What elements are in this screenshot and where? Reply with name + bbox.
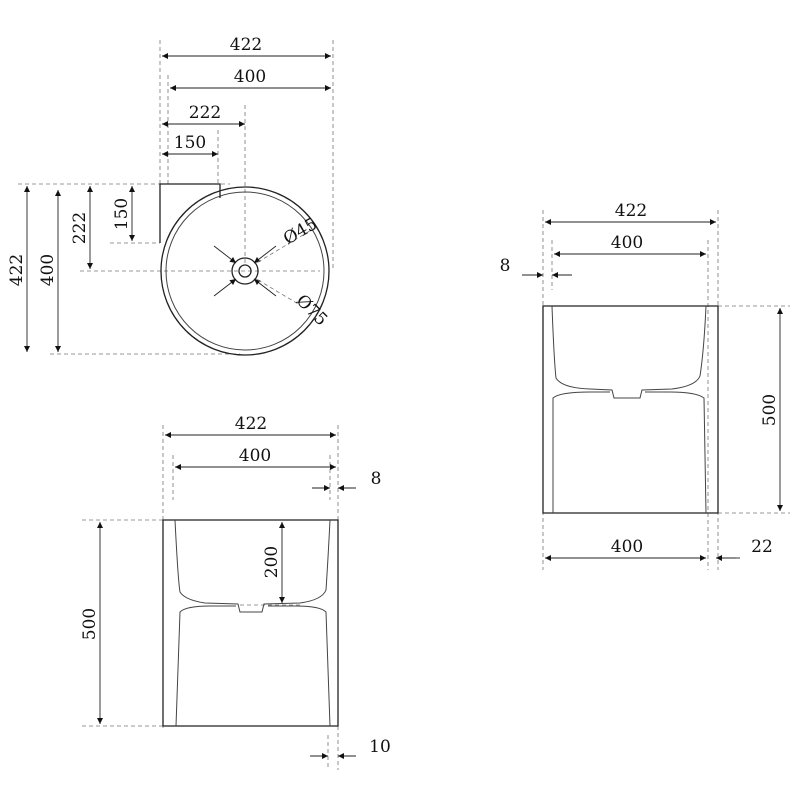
top-dim-mount-y: 150 — [112, 198, 132, 230]
side-view: 422 400 8 400 22 500 — [500, 201, 790, 570]
top-dim-width-inner: 400 — [234, 67, 266, 87]
basin-inner-rim — [165, 191, 325, 351]
side-dim-width-overall: 422 — [615, 201, 647, 221]
side-dim-width-inner: 400 — [611, 233, 643, 253]
front-dim-bowl-depth: 200 — [262, 546, 282, 578]
side-dim-base-width: 400 — [611, 537, 643, 557]
top-view: 422 400 222 150 422 400 222 150 Ø45 Ø75 — [7, 35, 334, 356]
top-dim-width-overall: 422 — [230, 35, 262, 55]
front-inner-right — [268, 605, 331, 727]
front-dim-height: 500 — [80, 608, 100, 640]
front-inner-left — [175, 605, 236, 727]
side-body-outline — [542, 305, 719, 514]
front-dim-base: 10 — [369, 737, 391, 757]
front-bowl-profile — [174, 519, 331, 613]
side-bowl-profile — [551, 305, 707, 399]
top-dim-depth-overall: 422 — [7, 254, 27, 286]
top-dim-mount-x: 150 — [174, 133, 206, 153]
front-view: 422 400 8 10 500 200 — [80, 414, 391, 770]
front-body-outline — [162, 519, 339, 727]
side-dim-wall: 8 — [500, 256, 511, 276]
side-dim-offset: 22 — [751, 537, 773, 557]
drain-outer — [231, 257, 259, 285]
side-inner-left — [552, 391, 610, 513]
basin-outer-rim — [160, 186, 330, 356]
front-dim-width-inner: 400 — [239, 446, 271, 466]
wall-mount-bracket — [159, 183, 221, 243]
front-dim-wall: 8 — [371, 469, 382, 489]
top-dim-drain-dia: Ø45 — [280, 214, 321, 249]
top-dim-drain-y: 222 — [70, 212, 90, 244]
side-dim-height: 500 — [760, 394, 780, 426]
side-inner-right — [645, 391, 707, 514]
front-dim-width-overall: 422 — [235, 414, 267, 434]
drain-inner — [238, 264, 252, 278]
top-dim-depth-inner: 400 — [38, 254, 58, 286]
top-dim-drain-x: 222 — [189, 103, 221, 123]
